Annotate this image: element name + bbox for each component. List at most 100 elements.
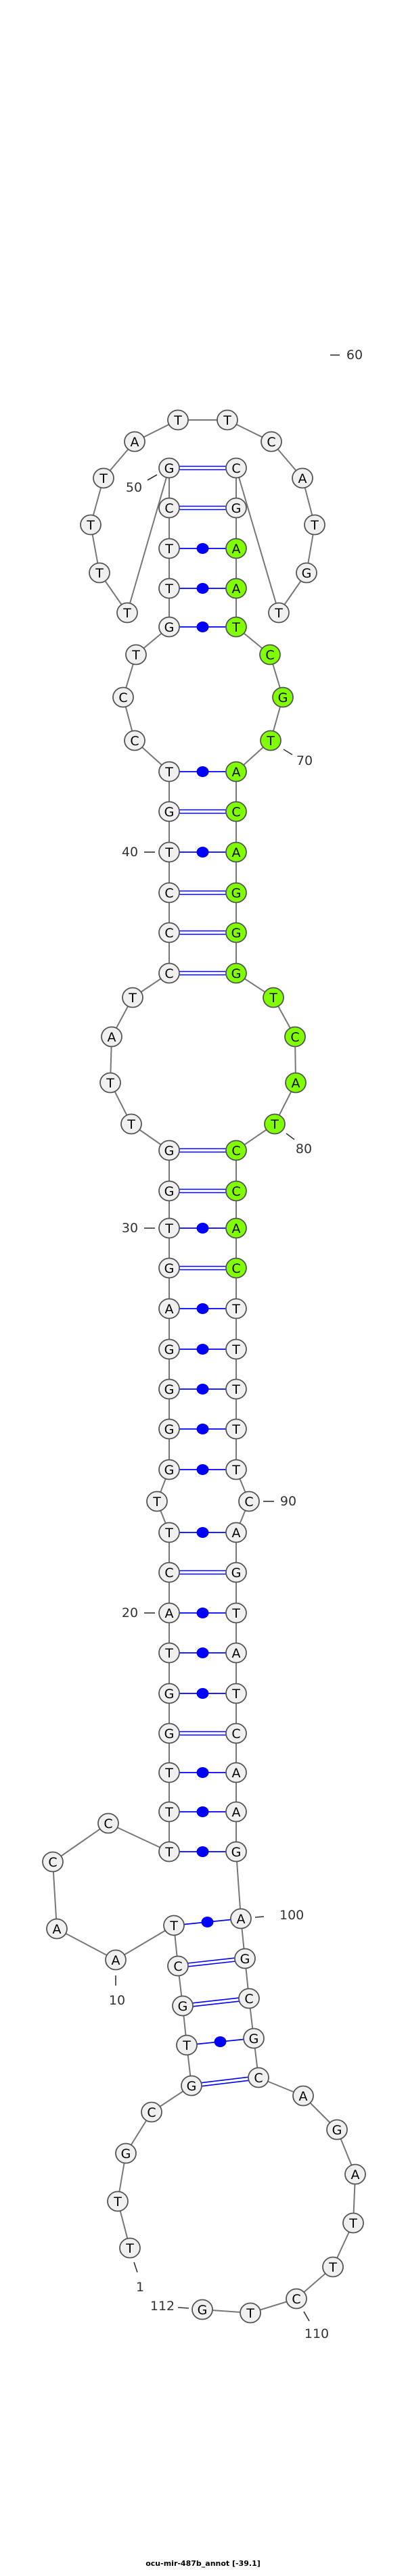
nucleotide-circle [105,1949,127,1971]
nucleotide: T [225,1418,247,1440]
nucleotide-circle [158,1298,180,1319]
nucleotide-circle [225,1762,247,1783]
nucleotide: T [225,1338,247,1360]
nucleotide-base: T [164,765,173,780]
nucleotide-circle [97,1812,119,1834]
nucleotide: T [225,1459,247,1480]
nucleotide: T [116,602,138,624]
nucleotide-circle [230,1908,252,1929]
nucleotide-circle [158,1522,180,1543]
nucleotide: C [158,922,180,943]
wobble-pair-bond [179,1688,226,1699]
nucleotide: T [304,514,325,536]
nucleotide-base: A [292,1076,300,1091]
nucleotide: T [122,987,143,1008]
nucleotide: A [225,1642,247,1664]
nucleotide-circle [225,1841,247,1863]
pair-dot [196,1384,209,1395]
position-number: 40 [122,845,138,860]
nucleotide: G [225,922,247,943]
wobble-pair-bond [179,543,226,554]
nucleotide: G [296,562,317,584]
nucleotide: G [158,1459,180,1480]
nucleotide-base: G [240,1952,250,1967]
nucleotide-base: C [164,886,173,901]
pair-dot [196,1688,209,1699]
nucleotide: A [225,1762,247,1783]
nucleotide: G [181,2075,202,2097]
pair-dot [196,1223,209,1234]
nucleotide-base: T [164,1845,173,1860]
wobble-pair-bond [179,1647,226,1658]
nucleotide: G [225,1562,247,1583]
nucleotide: G [225,1841,247,1863]
nucleotide-base: A [232,542,241,557]
nucleotide: T [146,1491,168,1512]
wobble-pair-bond [179,1344,226,1355]
nucleotide: G [158,1257,180,1279]
nucleotide-base: C [231,1727,240,1741]
nucleotide-circle [141,2101,162,2123]
nucleotide-base: C [231,1144,240,1158]
nucleotide-base: G [164,620,175,635]
nucleotide-base: T [128,991,137,1006]
backbone-link [127,467,170,613]
nucleotide-base: T [231,1687,240,1702]
nucleotide-circle [158,1217,180,1239]
nucleotide-circle [124,431,145,452]
nucleotide-circle [225,1459,247,1480]
nucleotide: T [158,1217,180,1239]
gc-pair-bond [179,930,226,935]
nucleotide-circle [124,730,145,751]
nucleotide: C [225,457,247,479]
nucleotide-base: T [173,413,182,428]
nucleotide-circle [158,1180,180,1202]
wobble-pair-bond [179,622,226,632]
nucleotide: T [260,730,281,751]
nucleotide: A [158,1602,180,1624]
nucleotide-base: C [231,1184,240,1199]
nucleotide-base: A [232,1805,241,1820]
nucleotide-base: T [86,518,95,533]
wobble-pair-bond [179,1464,226,1475]
nucleotide: G [225,497,247,519]
gc-pair-bond [192,1997,240,2007]
nucleotide-circle [158,1378,180,1400]
nucleotide: C [238,1988,260,2009]
nucleotide: A [225,1522,247,1543]
pair-dot [196,583,209,594]
pair-dot [201,1917,214,1927]
backbone-link [52,1823,109,1863]
nucleotide-base: T [231,1606,240,1621]
nucleotide: A [105,1949,127,1971]
nucleotide-circle [296,562,317,584]
pair-dot [196,1464,209,1475]
nucleotide: A [225,1801,247,1823]
wobble-pair-bond [179,1424,226,1434]
nucleotide-circle [240,2302,261,2324]
nucleotide-circle [322,2256,344,2278]
nucleotide-circle [93,467,114,489]
nucleotide: T [342,2212,364,2234]
nucleotide-base: C [147,2105,156,2120]
position-label: 110 [303,2311,329,2341]
nucleotide-base: C [164,501,173,516]
pair-dot [196,766,209,777]
nucleotide-circle [248,2067,269,2088]
nucleotide: T [263,987,284,1008]
nucleotide-circle [125,644,147,665]
nucleotide-base: A [108,1030,116,1045]
nucleotide-base: G [332,2123,342,2138]
nucleotide-base: G [187,2079,197,2094]
nucleotide-base: T [169,1919,178,1934]
nucleotide-circle [292,2085,314,2107]
nucleotide-base: A [165,1302,174,1317]
nucleotide: A [124,431,145,452]
nucleotide: C [112,686,134,708]
label-tick [147,474,158,481]
nucleotide-circle [158,801,180,822]
nucleotide-circle [264,1113,286,1135]
nucleotide-base: G [231,966,242,981]
gc-pair-bond [179,1188,226,1194]
position-number: 1 [136,2280,144,2295]
